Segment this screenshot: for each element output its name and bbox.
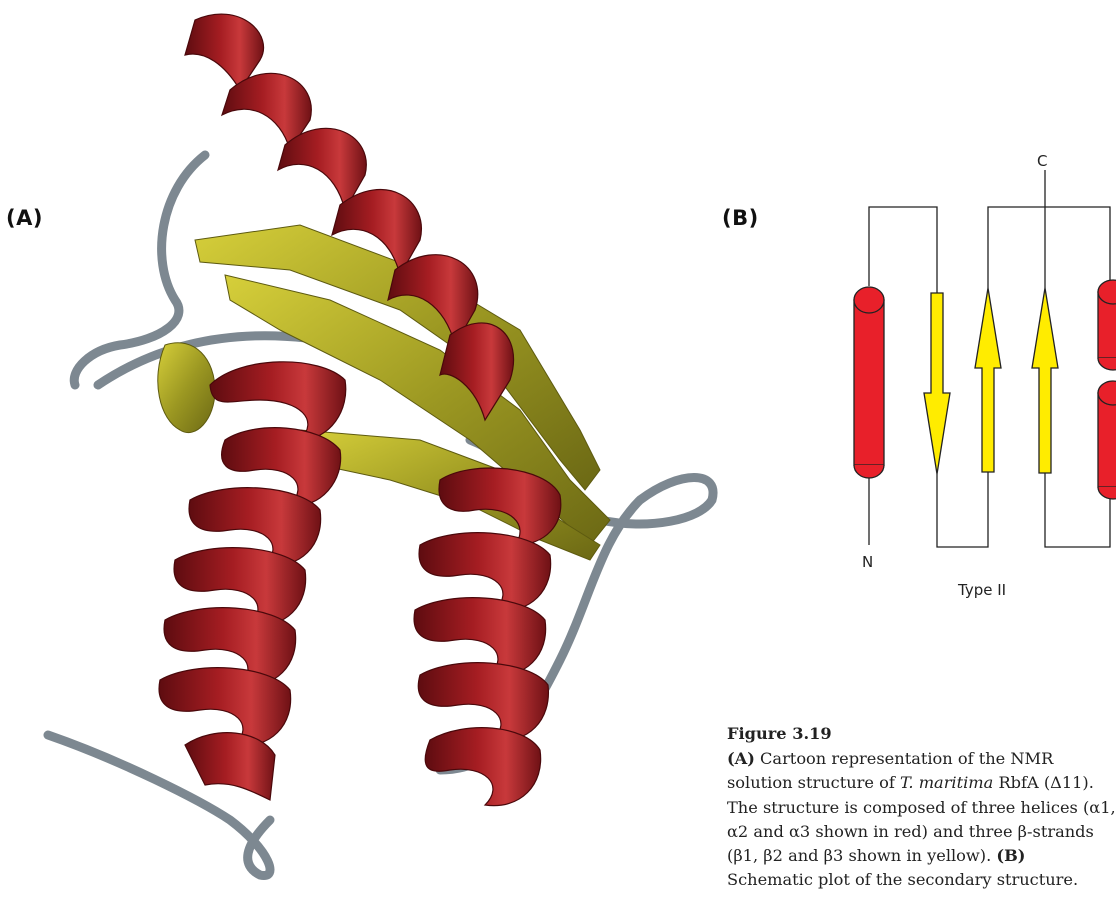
caption-tag-a: (A) [727,749,755,768]
topology-type-label: Type II [958,581,1006,599]
strand-arrow-beta3 [1032,288,1058,473]
helix-cylinder-alpha3 [1098,381,1116,499]
strand-arrow-beta2 [975,288,1001,472]
caption-text-3: Schematic plot of the secondary structur… [727,870,1078,889]
strand-arrow-beta1 [924,293,950,474]
caption-species: T. maritima [900,773,993,792]
helix-cylinder-alpha2 [1098,280,1116,370]
n-terminus-label: N [862,553,873,571]
figure-caption: Figure 3.19 (A) Cartoon representation o… [727,722,1116,892]
helix-cylinder-alpha1 [854,287,884,478]
c-terminus-label: C [1037,152,1047,170]
figure-title: Figure 3.19 [727,722,1116,746]
caption-tag-b: (B) [996,846,1025,865]
